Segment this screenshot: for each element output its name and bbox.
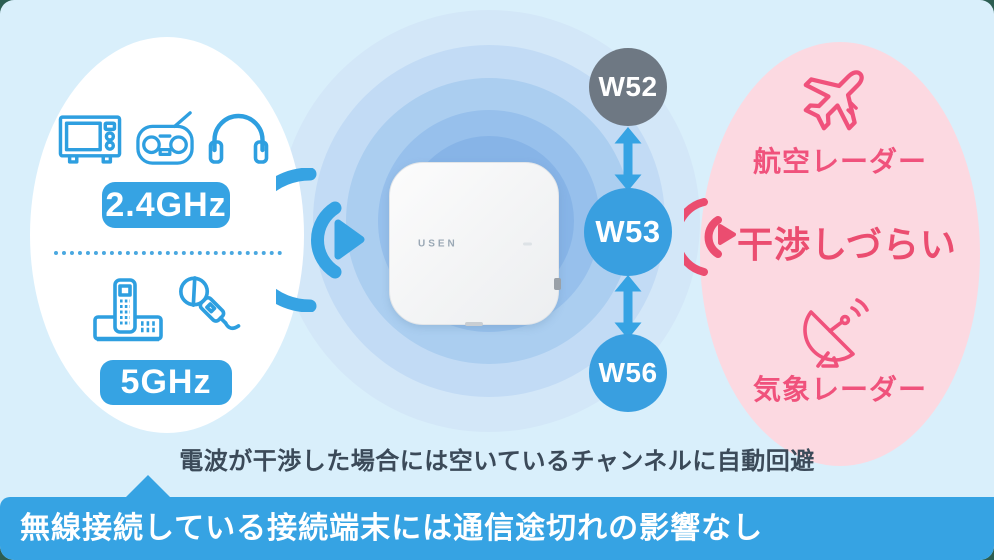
cordless-phone-icon (93, 277, 163, 345)
channel-w53-label: W53 (595, 214, 661, 249)
channel-w52-label: W52 (598, 71, 658, 102)
bottom-banner: 無線接続している接続端末には通信途切れの影響なし (0, 497, 994, 560)
channel-w56-circle: W56 (589, 334, 667, 412)
auto-avoid-caption: 電波が干渉した場合には空いているチャンネルに自動回避 (179, 448, 815, 475)
channel-w56-label: W56 (598, 357, 658, 388)
aviation-radar-label: 航空レーダー (752, 146, 927, 177)
interference-label: 干渉しづらい (737, 224, 957, 265)
bottom-banner-text: 無線接続している接続端末には通信途切れの影響なし (20, 512, 764, 545)
satellite-dish-icon (797, 292, 873, 370)
airplane-icon (800, 60, 874, 134)
channel-w52-circle: W52 (589, 48, 667, 126)
channel-w53-circle: W53 (584, 188, 672, 276)
device-led (523, 242, 532, 245)
band-5-icons (93, 274, 244, 345)
headphones-icon (207, 108, 270, 166)
band-5-badge: 5GHz (100, 360, 232, 405)
interference-signal-icon (684, 197, 736, 277)
band-divider (54, 251, 282, 255)
device-foot (465, 322, 483, 326)
radio-icon (136, 109, 194, 166)
band-24-icons (57, 108, 270, 166)
device-port (554, 278, 561, 290)
weather-radar-label: 気象レーダー (752, 374, 927, 405)
channel-swap-arrow-icon (613, 275, 643, 339)
device-brand-label: USEN (418, 238, 458, 249)
microphone-icon (176, 274, 244, 345)
access-point-device: USEN (389, 162, 561, 326)
band-24-badge: 2.4GHz (102, 182, 230, 228)
banner-pointer (125, 475, 171, 498)
channel-swap-arrow-icon (613, 127, 643, 191)
microwave-icon (57, 111, 123, 166)
wifi-signal-icon (276, 168, 368, 312)
